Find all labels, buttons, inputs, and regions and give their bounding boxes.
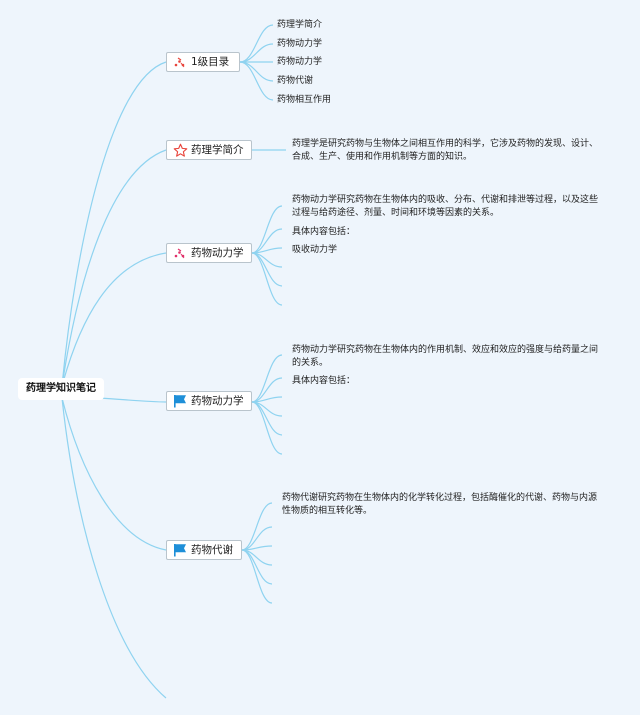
subtopic-item[interactable]: 具体内容包括： (292, 376, 356, 386)
toc-item[interactable]: 药物动力学 (277, 57, 323, 67)
toc-item[interactable]: 药物动力学 (277, 39, 323, 49)
subtopic-item[interactable]: 吸收动力学 (292, 245, 338, 255)
topic-pharmacokinetics[interactable]: 药物动力学 (166, 243, 252, 263)
star-icon (173, 143, 188, 157)
flag-icon (173, 394, 187, 408)
topic-label: 药理学简介 (191, 144, 244, 156)
topic-label: 药物动力学 (191, 395, 244, 407)
topic-label: 1级目录 (191, 56, 230, 68)
topic-pharmacology-intro[interactable]: 药理学简介 (166, 140, 252, 160)
topic-description: 药物动力学研究药物在生物体内的吸收、分布、代谢和排泄等过程，以及这些过程与给药途… (292, 195, 599, 218)
topic-description: 药理学是研究药物与生物体之间相互作用的科学，它涉及药物的发现、设计、合成、生产、… (292, 139, 599, 162)
topic-label: 药物动力学 (191, 247, 244, 259)
toc-item[interactable]: 药物代谢 (277, 76, 314, 86)
sparkle-icon (173, 246, 187, 260)
topic-pharmacodynamics[interactable]: 药物动力学 (166, 391, 252, 411)
topic-drug-metabolism[interactable]: 药物代谢 (166, 540, 242, 560)
topic-description: 药物动力学研究药物在生物体内的作用机制、效应和效应的强度与给药量之间的关系。 (292, 345, 599, 368)
topic-label: 药物代谢 (191, 544, 233, 556)
flag-icon (173, 543, 187, 557)
sparkle-icon (173, 55, 187, 69)
toc-item[interactable]: 药物相互作用 (277, 95, 332, 105)
topic-description: 药物代谢研究药物在生物体内的化学转化过程，包括酶催化的代谢、药物与内源性物质的相… (282, 493, 598, 516)
root-topic-label: 药理学知识笔记 (26, 383, 96, 394)
subtopic-item[interactable]: 具体内容包括： (292, 227, 356, 237)
root-topic[interactable]: 药理学知识笔记 (18, 378, 104, 400)
toc-item[interactable]: 药理学简介 (277, 20, 323, 30)
topic-level1-toc[interactable]: 1级目录 (166, 52, 240, 72)
